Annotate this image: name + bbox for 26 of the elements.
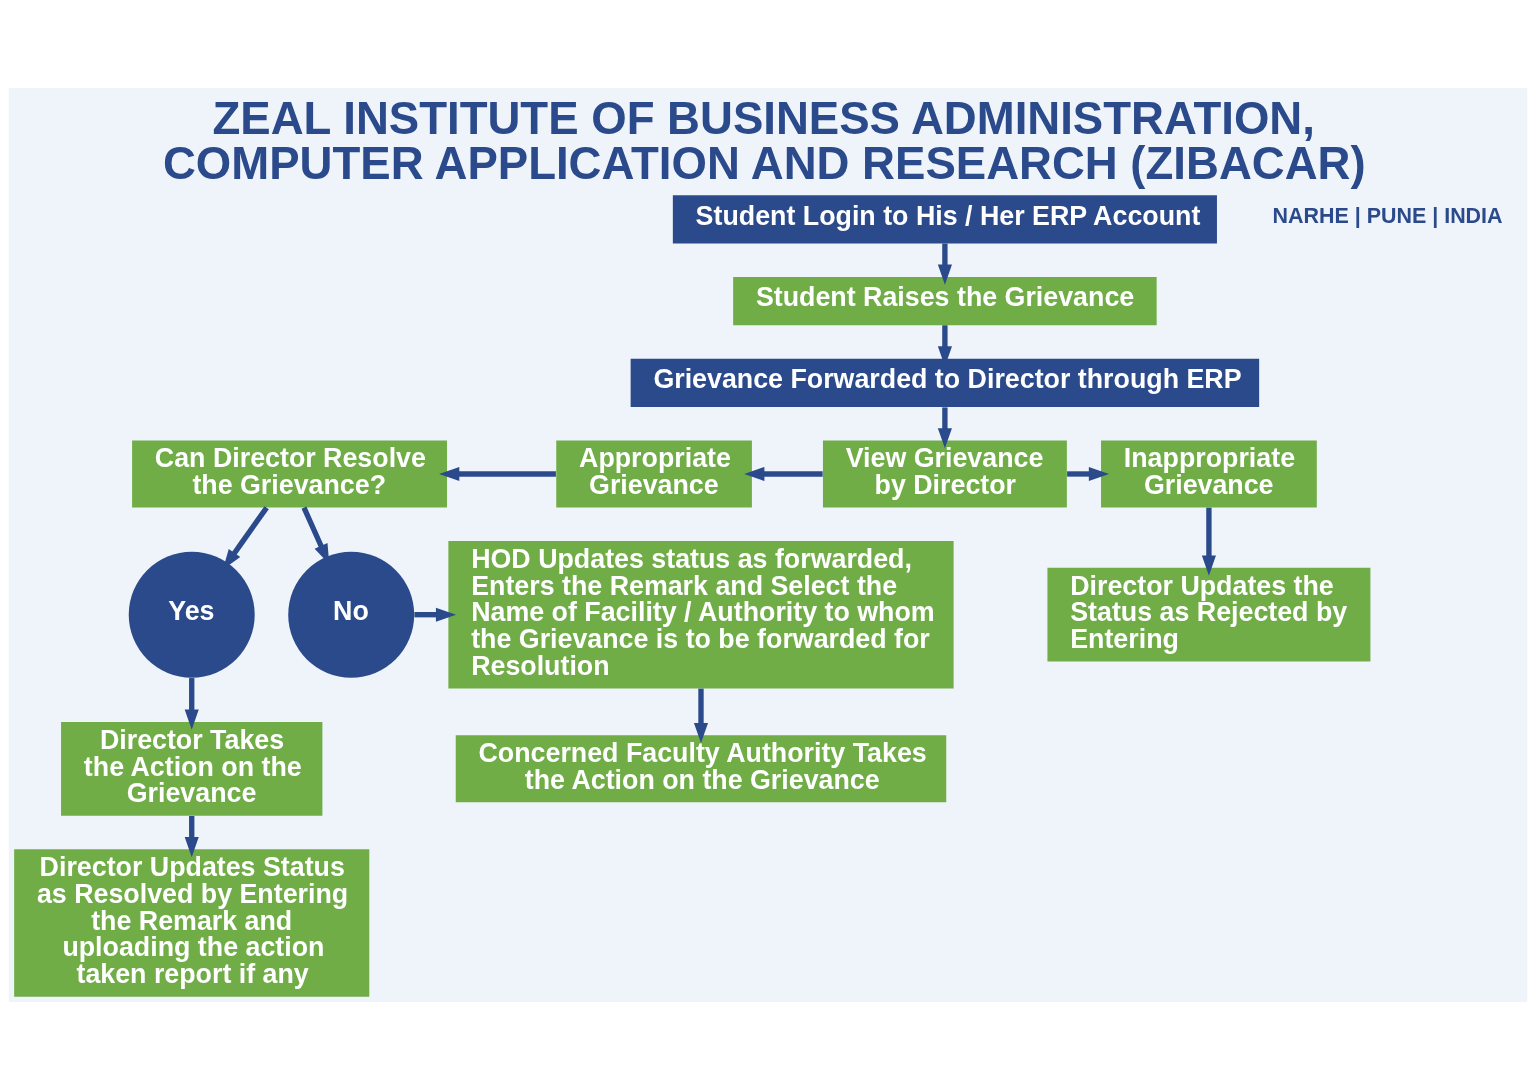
node-box: View Grievance by Director xyxy=(822,439,1067,507)
diagram-title: ZEAL INSTITUTE OF BUSINESS ADMINISTRATION, COMPUTER APPLICATION AND RESEARCH (ZIBACAR) xyxy=(162,92,1366,189)
node-circle: No xyxy=(288,551,415,678)
node-box: Director Takes the Action on the Grievance xyxy=(61,721,323,816)
node-box: Can Director Resolve the Grievance? xyxy=(132,439,448,507)
node-circle: Yes xyxy=(128,551,255,678)
node-box: Grievance Forwarded to Director through ERP xyxy=(630,358,1260,407)
arrow xyxy=(184,677,199,730)
node-box: Student Login to His / Her ERP Account xyxy=(672,194,1217,243)
arrow xyxy=(937,243,952,285)
arrow xyxy=(414,607,457,622)
node-box: Concerned Faculty Authority Takes the Action on the Grievance xyxy=(455,734,947,802)
arrow xyxy=(1201,507,1216,576)
node-box: Director Updates the Status as Rejected by Entering xyxy=(1047,567,1371,662)
arrow xyxy=(439,466,556,481)
arrow xyxy=(693,688,709,743)
arrow xyxy=(937,406,952,448)
node-box: Director Updates Status as Resolved by Entering the Remark and uploading the action taken report if any xyxy=(14,848,370,997)
node-box: HOD Updates status as forwarded, Enters the Remark and Select the Name of Facility / Authority to whom the Grievance is to be forwarded for Resolution xyxy=(448,540,954,688)
node-box: Student Raises the Grievance xyxy=(733,276,1157,325)
node-box: Inappropriate Grievance xyxy=(1101,439,1317,507)
node-box: Appropriate Grievance xyxy=(556,439,752,507)
arrow xyxy=(1067,466,1109,481)
arrow xyxy=(184,815,199,857)
label: NARHE | PUNE | INDIA xyxy=(1272,203,1503,228)
arrow xyxy=(744,466,823,481)
